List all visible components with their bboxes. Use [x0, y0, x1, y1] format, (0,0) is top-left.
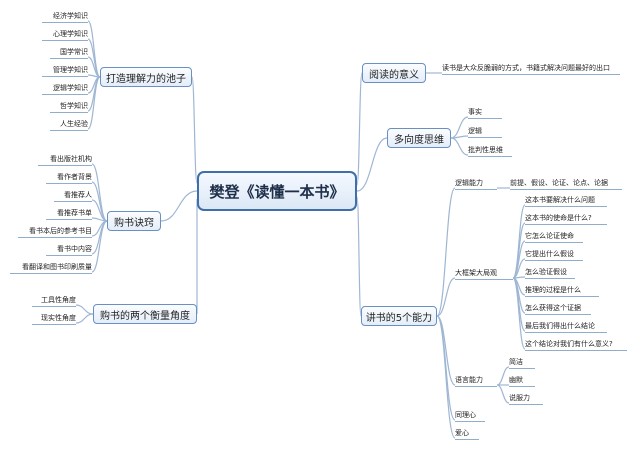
big-frame-item[interactable]: 推理的过程是什么	[525, 286, 599, 297]
reading-meaning-detail[interactable]: 读书是大众反脆弱的方式，书籍式解决问题最好的出口	[442, 64, 620, 75]
pool-item[interactable]: 心理学知识	[42, 30, 88, 41]
connector-line	[75, 313, 94, 324]
pool-item[interactable]: 国学常识	[50, 48, 88, 59]
language-item[interactable]: 简洁	[509, 358, 535, 369]
branch-understanding-pool[interactable]: 打造理解力的池子	[100, 67, 192, 87]
connector-line	[450, 116, 469, 139]
connector-line	[436, 187, 456, 317]
buying-tip-item[interactable]: 看书本后的参考书目	[18, 227, 92, 238]
language-item[interactable]: 说服力	[509, 394, 543, 405]
connector-line	[91, 220, 108, 273]
big-frame-item[interactable]: 这本书的使命是什么?	[525, 214, 607, 225]
big-frame-item[interactable]: 它怎么论证使命	[525, 232, 583, 243]
buying-tip-item[interactable]: 看推荐书单	[46, 209, 92, 220]
connector-line	[496, 384, 510, 404]
language-item[interactable]: 幽默	[509, 376, 535, 387]
love[interactable]: 爱心	[455, 429, 479, 440]
logic-ability[interactable]: 逻辑能力	[455, 179, 497, 190]
connector-line	[191, 76, 198, 184]
branch-buying-tips[interactable]: 购书诀窍	[107, 211, 161, 231]
branch-reading-meaning[interactable]: 阅读的意义	[362, 63, 426, 83]
logic-ability-detail[interactable]: 前提、假设、论证、论点、论据	[510, 179, 622, 190]
big-frame-view[interactable]: 大框架大局观	[455, 269, 513, 280]
central-topic[interactable]: 樊登《读懂一本书》	[197, 171, 357, 211]
branch-buying-angles[interactable]: 购书的两个衡量角度	[93, 304, 197, 324]
big-frame-item[interactable]: 怎么获得这个证据	[525, 304, 591, 315]
multi-thinking-item[interactable]: 逻辑	[468, 127, 502, 138]
multi-thinking-item[interactable]: 事实	[468, 108, 502, 119]
connector-line	[496, 366, 510, 386]
pool-item[interactable]: 人生经验	[50, 120, 88, 131]
pool-item[interactable]: 逻辑学知识	[42, 84, 88, 95]
buying-tip-item[interactable]: 看翻译和图书印刷质量	[10, 263, 92, 274]
big-frame-item[interactable]: 这个结论对我们有什么意义?	[525, 340, 627, 351]
buying-tip-item[interactable]: 看推荐人	[54, 191, 92, 202]
buying-tip-item[interactable]: 看作者背景	[46, 173, 92, 184]
pool-item[interactable]: 哲学知识	[50, 102, 88, 113]
multi-thinking-item[interactable]: 批判性思维	[468, 146, 512, 157]
pool-item[interactable]: 经济学知识	[42, 12, 88, 23]
buying-angle-item[interactable]: 工具性角度	[32, 296, 76, 307]
big-frame-item[interactable]: 最后我们得出什么结论	[525, 322, 607, 333]
buying-tip-item[interactable]: 看书中内容	[46, 245, 92, 256]
connector-line	[356, 196, 362, 317]
branch-five-abilities[interactable]: 讲书的5个能力	[361, 306, 437, 326]
connector-line	[160, 190, 198, 222]
empathy[interactable]: 同理心	[455, 411, 485, 422]
pool-item[interactable]: 管理学知识	[42, 66, 88, 77]
connector-line	[436, 315, 456, 439]
buying-angle-item[interactable]: 现实性角度	[32, 314, 76, 325]
connector-line	[512, 277, 526, 350]
connector-line	[356, 137, 388, 192]
big-frame-item[interactable]: 怎么验证假设	[525, 268, 575, 279]
connector-line	[75, 304, 94, 315]
connector-line	[87, 76, 101, 130]
connector-line	[91, 163, 108, 222]
big-frame-item[interactable]: 它提出什么假设	[525, 250, 583, 261]
branch-multi-thinking[interactable]: 多向度思维	[387, 128, 451, 148]
connector-line	[356, 72, 363, 186]
language-ability[interactable]: 语言能力	[455, 376, 497, 387]
connector-line	[436, 315, 456, 421]
connector-line	[450, 137, 469, 156]
buying-tip-item[interactable]: 看出版社机构	[38, 155, 92, 166]
connector-line	[436, 277, 456, 317]
big-frame-item[interactable]: 这本书要解决什么问题	[525, 196, 607, 207]
